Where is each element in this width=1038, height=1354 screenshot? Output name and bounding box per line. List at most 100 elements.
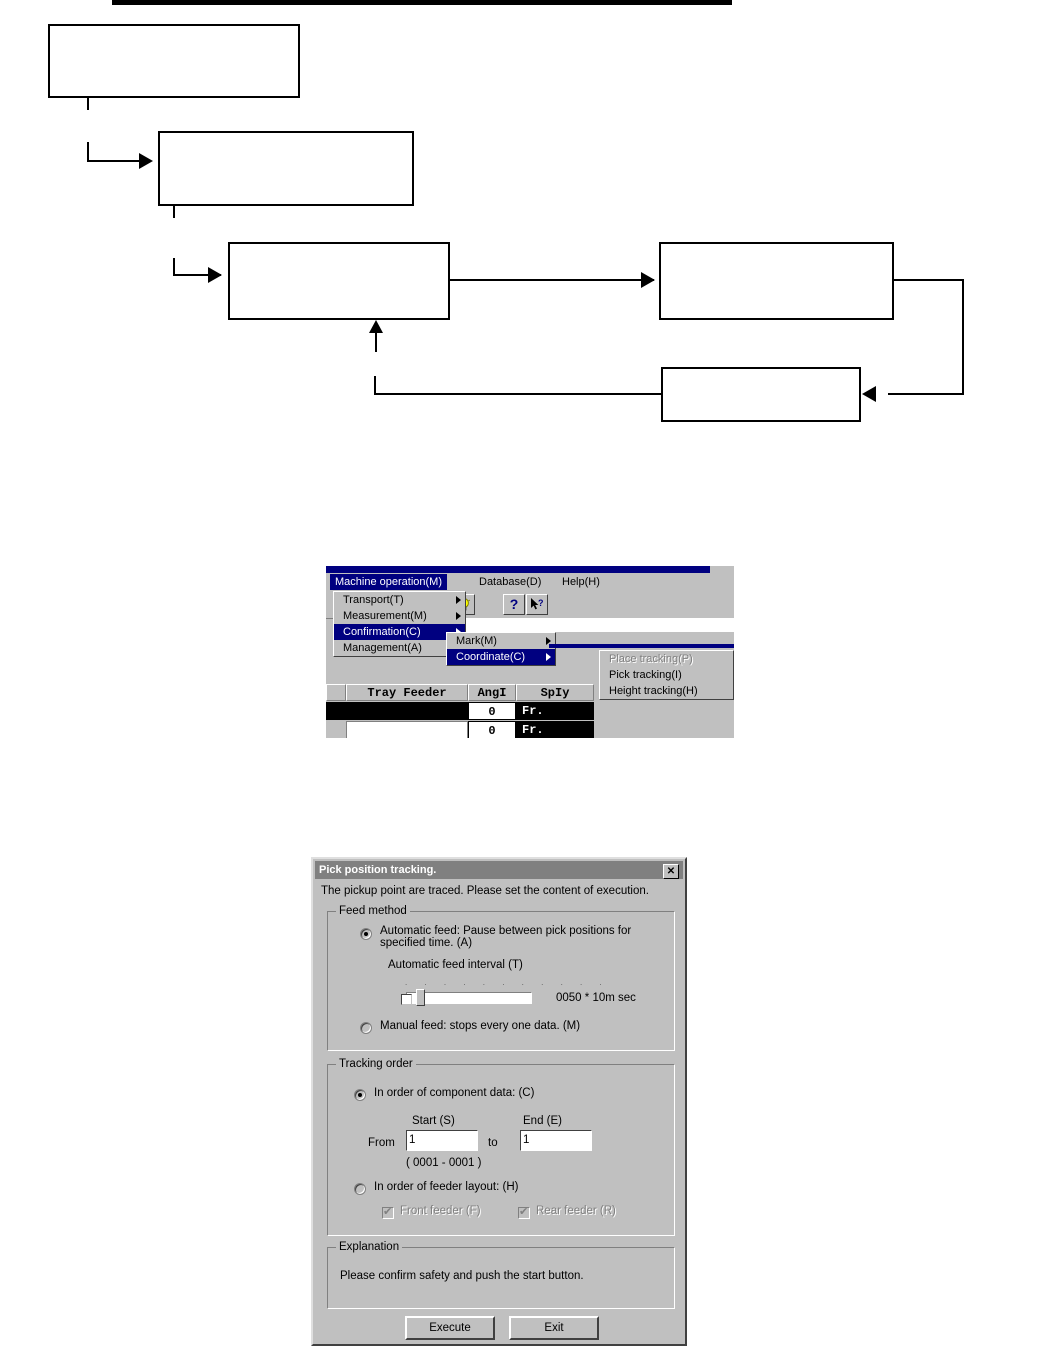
flowchart-arrow-2 (208, 267, 222, 283)
menu-highlight-bar (549, 644, 734, 648)
menu-item-mark[interactable]: Mark(M) (447, 633, 555, 649)
start-field-label: Start (S) (412, 1115, 455, 1127)
dialog-titlebar: Pick position tracking. ✕ (315, 861, 683, 879)
flowchart-connector-2 (173, 206, 175, 218)
explanation-group: Explanation Please confirm safety and pu… (327, 1241, 675, 1309)
data-grid: Tray Feeder AngI SpIy 0 Fr. 0 Fr. (326, 684, 734, 738)
flowchart-connector-1b (87, 142, 89, 162)
toolbar-white-area (446, 618, 734, 632)
grid-header-supply: SpIy (516, 684, 594, 701)
menubar-item-database[interactable]: Database(D) (479, 576, 542, 588)
execute-button[interactable]: Execute (405, 1316, 495, 1340)
pick-position-tracking-dialog: Pick position tracking. ✕ The pickup poi… (311, 857, 687, 1346)
tracking-order-group-label: Tracking order (336, 1058, 416, 1070)
flowchart-box-4 (659, 242, 894, 320)
grid-header-tray-feeder: Tray Feeder (346, 684, 468, 701)
grid-cell-angle-row2[interactable]: 0 (468, 721, 516, 738)
grid-header-angle: AngI (468, 684, 516, 701)
menubar: Machine operation(M) Database(D) Help(H) (326, 573, 734, 591)
menu-item-height-tracking[interactable]: Height tracking(H) (600, 683, 733, 699)
front-feeder-checkbox (382, 1205, 394, 1219)
menu-item-confirmation-label: Confirmation(C) (343, 626, 421, 638)
question-mark-icon: ? (509, 596, 519, 612)
flowchart-arrow-5 (369, 320, 383, 333)
flowchart-box-2 (158, 131, 414, 206)
page-header-rule (112, 0, 732, 5)
grid-cell-angle[interactable]: 0 (468, 702, 516, 720)
flowchart-connector-3 (450, 279, 654, 281)
menu-item-transport[interactable]: Transport(T) (334, 592, 465, 608)
grid-cell-supply-row2[interactable]: Fr. (516, 721, 594, 738)
feeder-layout-order-radio[interactable] (354, 1183, 366, 1195)
flowchart-connector-2b (173, 258, 175, 276)
end-field-label: End (E) (523, 1115, 562, 1127)
flowchart-connector-5c (375, 330, 377, 352)
menubar-item-help[interactable]: Help(H) (562, 576, 600, 588)
automatic-feed-interval-label: Automatic feed interval (T) (388, 959, 523, 971)
grid-cell-tray-feeder[interactable] (346, 702, 468, 720)
end-input[interactable]: 1 (520, 1130, 592, 1151)
front-feeder-label: Front feeder (F) (400, 1205, 481, 1217)
flowchart-connector-1 (87, 98, 89, 110)
menu-item-coordinate[interactable]: Coordinate(C) (447, 649, 555, 665)
explanation-group-label: Explanation (336, 1241, 403, 1253)
flowchart-box-3 (228, 242, 450, 320)
rear-feeder-checkbox (518, 1205, 530, 1219)
range-hint: ( 0001 - 0001 ) (406, 1157, 482, 1169)
dialog-intro-text: The pickup point are traced. Please set … (321, 885, 649, 897)
grid-cell-supply[interactable]: Fr. (516, 702, 594, 720)
feed-method-group-label: Feed method (336, 905, 410, 917)
menubar-item-machine-operation[interactable]: Machine operation(M) (330, 574, 447, 590)
flowchart-connector-4c (888, 393, 964, 395)
chevron-right-icon (546, 637, 551, 645)
rear-feeder-label: Rear feeder (R) (536, 1205, 616, 1217)
flowchart-connector-2c (173, 274, 221, 276)
slider-tick-marks: . . . . . . . . . . . (405, 978, 610, 987)
menu-item-measurement-label: Measurement(M) (343, 610, 427, 622)
feed-interval-slider-thumb[interactable] (416, 989, 425, 1006)
flowchart-box-5 (661, 367, 861, 422)
feed-method-group: Feed method Automatic feed: Pause betwee… (327, 905, 675, 1051)
flowchart-connector-4 (894, 279, 964, 281)
to-label: to (488, 1137, 498, 1149)
titlebar-right-filler (710, 566, 734, 573)
grid-row-selector[interactable] (326, 702, 346, 720)
dialog-title-text: Pick position tracking. (319, 864, 437, 876)
menu-item-mark-label: Mark(M) (456, 635, 497, 647)
svg-text:?: ? (538, 598, 544, 608)
manual-feed-radio[interactable] (360, 1022, 372, 1034)
context-help-button[interactable]: ? (526, 594, 548, 615)
feed-interval-value: 0050 * 10m sec (556, 992, 636, 1004)
start-input[interactable]: 1 (406, 1130, 478, 1151)
automatic-feed-label: Automatic feed: Pause between pick posit… (380, 925, 632, 949)
menu-item-measurement[interactable]: Measurement(M) (334, 608, 465, 624)
flowchart-connector-5b (374, 376, 376, 395)
menu-item-coordinate-label: Coordinate(C) (456, 651, 526, 663)
feed-interval-slider-left-cap (401, 994, 412, 1005)
automatic-feed-radio[interactable] (360, 928, 372, 940)
chevron-right-icon (456, 612, 461, 620)
help-pointer-icon: ? (527, 597, 547, 613)
menu-item-transport-label: Transport(T) (343, 594, 404, 606)
chevron-right-icon (456, 596, 461, 604)
flowchart-arrow-1 (139, 153, 153, 169)
exit-button[interactable]: Exit (509, 1316, 599, 1340)
menu-item-height-tracking-label: Height tracking(H) (609, 685, 698, 697)
from-label: From (368, 1137, 395, 1149)
menu-coordinate: Place tracking(P) Pick tracking(I) Heigh… (599, 650, 734, 700)
tracking-order-group: Tracking order In order of component dat… (327, 1058, 675, 1236)
menu-item-pick-tracking[interactable]: Pick tracking(I) (600, 667, 733, 683)
flowchart-arrow-3 (641, 272, 655, 288)
grid-cell-tray-feeder-row2[interactable] (346, 721, 468, 738)
flowchart-connector-4b (962, 279, 964, 395)
help-question-button[interactable]: ? (503, 594, 525, 615)
menu-confirmation: Mark(M) Coordinate(C) (446, 632, 556, 666)
menu-item-management-label: Management(A) (343, 642, 422, 654)
flowchart-connector-5 (374, 393, 662, 395)
grid-header-blank (326, 684, 346, 701)
close-icon[interactable]: ✕ (663, 864, 679, 879)
flowchart-arrow-4 (862, 386, 876, 402)
menu-item-place-tracking: Place tracking(P) (600, 651, 733, 667)
feeder-layout-order-label: In order of feeder layout: (H) (374, 1181, 519, 1193)
component-data-order-radio[interactable] (354, 1089, 366, 1101)
